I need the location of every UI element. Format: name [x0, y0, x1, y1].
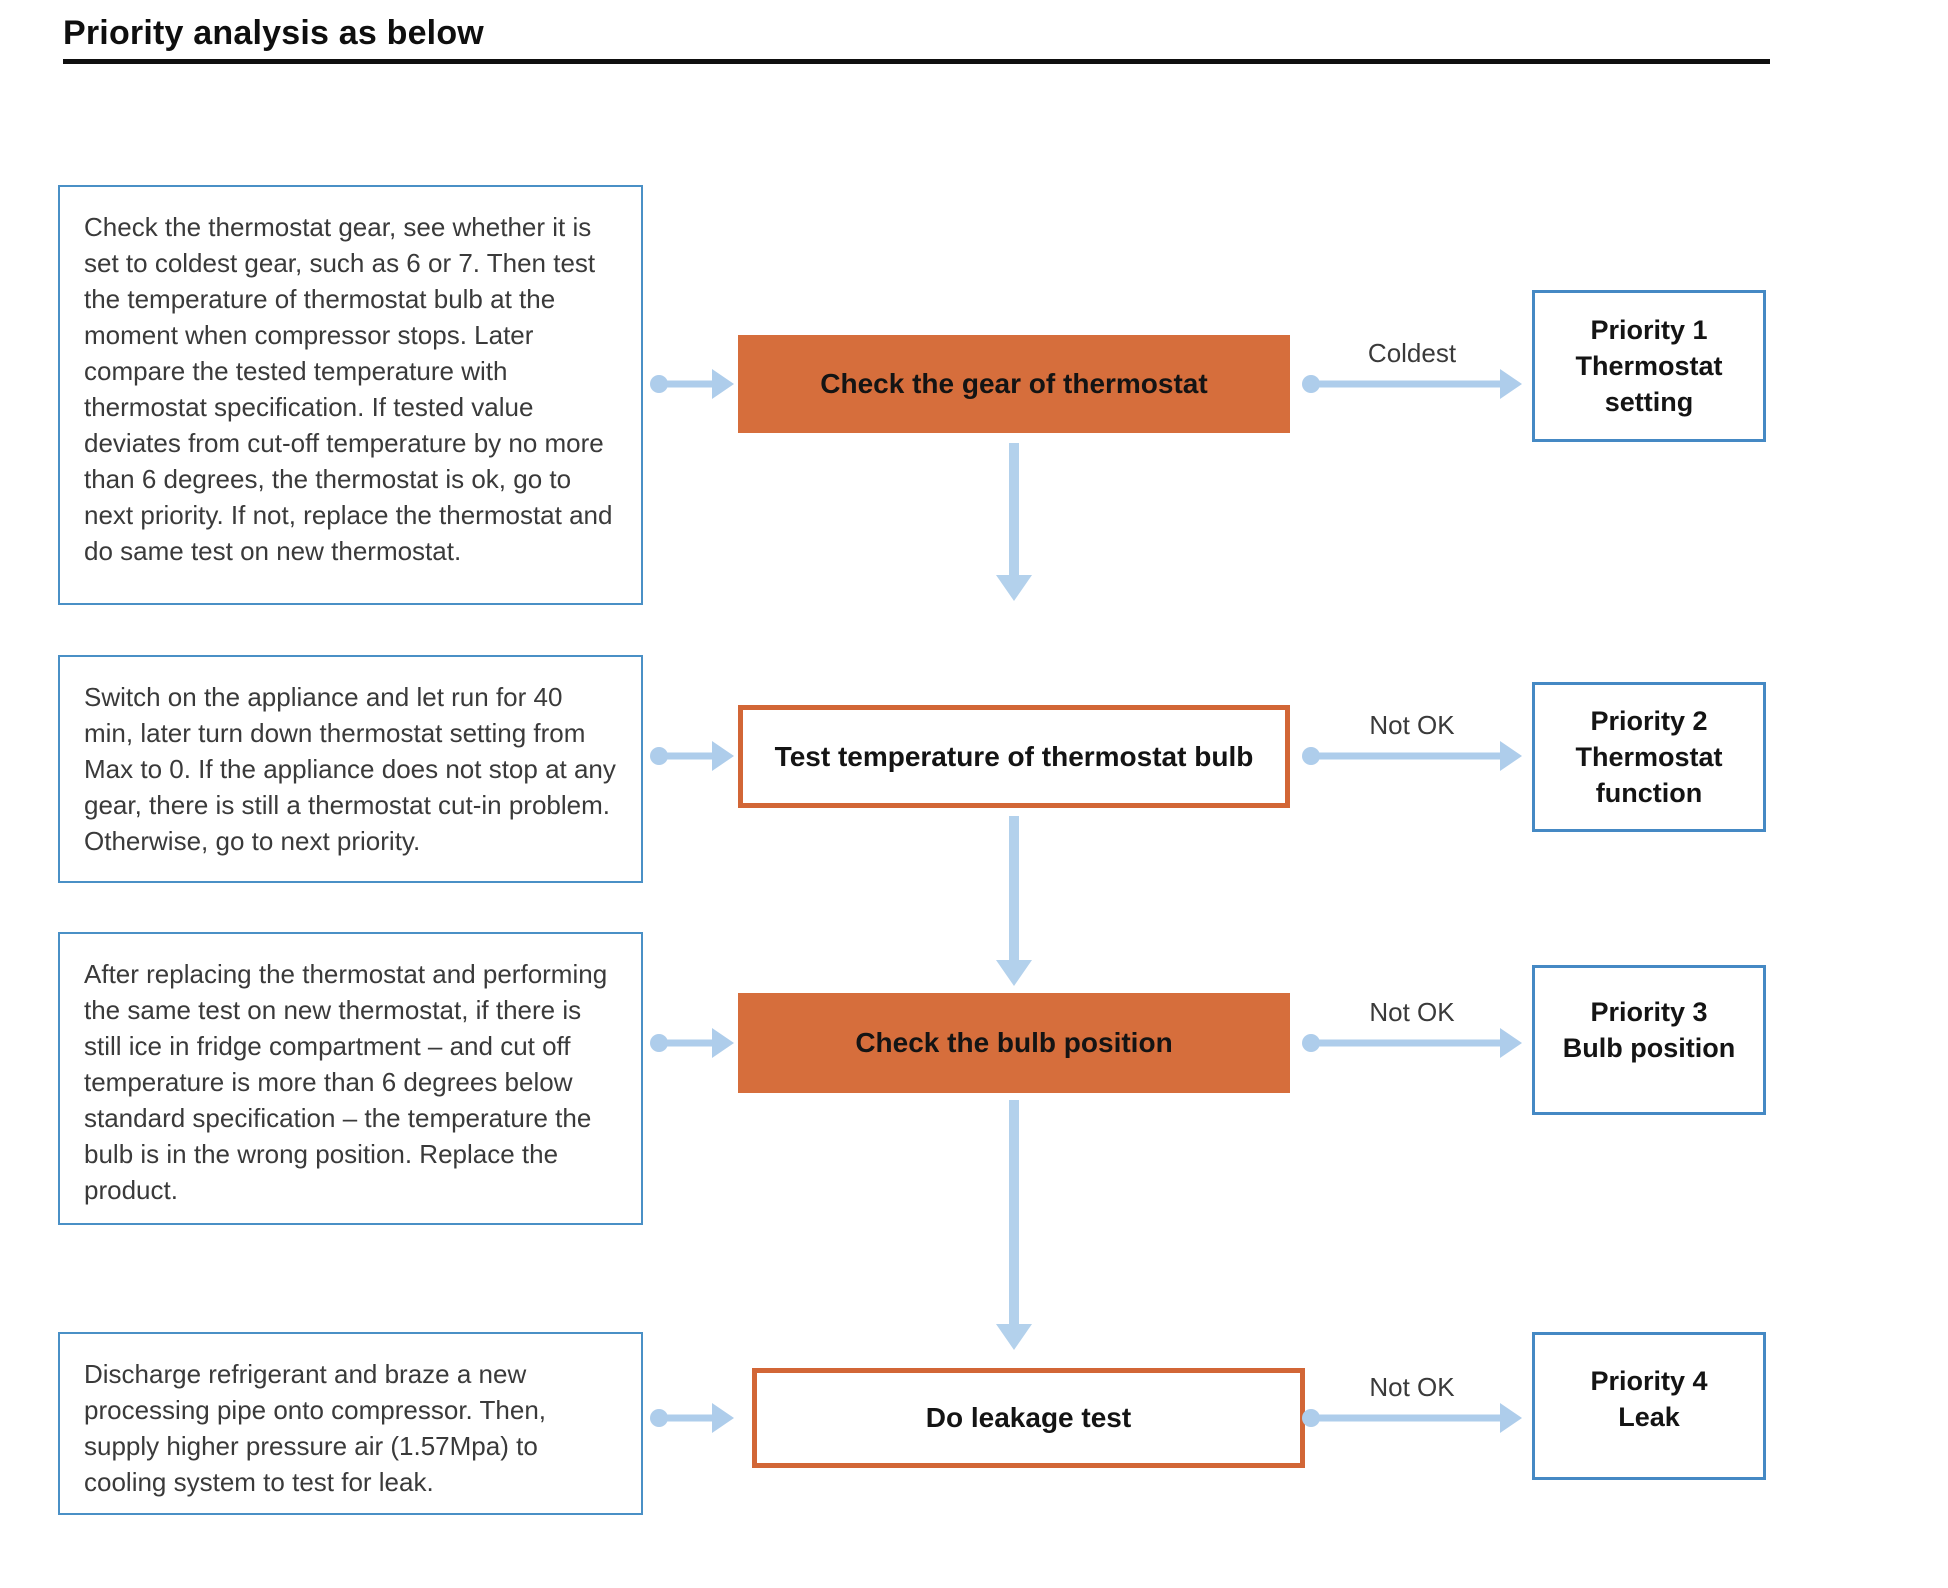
arrow-shaft	[1009, 1100, 1019, 1325]
priority-category-4: Leak	[1618, 1402, 1680, 1432]
arrow-head-icon	[1500, 369, 1522, 399]
flow-arrow-left-1	[650, 369, 734, 399]
priority-name-4: Priority 4	[1590, 1366, 1708, 1396]
arrow-shaft	[659, 1414, 716, 1422]
arrow-head-icon	[712, 1028, 734, 1058]
priority-box-3: Priority 3 Bulb position	[1532, 965, 1766, 1115]
arrow-shaft	[1009, 816, 1019, 961]
arrow-head-icon	[996, 960, 1032, 986]
flow-arrow-left-2	[650, 741, 734, 771]
process-box-3: Check the bulb position	[738, 993, 1290, 1093]
process-box-4: Do leakage test	[752, 1368, 1305, 1468]
priority-box-2: Priority 2 Thermostat function	[1532, 682, 1766, 832]
priority-box-4: Priority 4 Leak	[1532, 1332, 1766, 1480]
result-label-1: Coldest	[1367, 338, 1457, 368]
process-label-2: Test temperature of thermostat bulb	[774, 740, 1254, 772]
process-box-2: Test temperature of thermostat bulb	[738, 705, 1290, 808]
process-label-4: Do leakage test	[925, 1402, 1132, 1433]
priority-name-2: Priority 2	[1590, 706, 1708, 736]
flow-arrow-down-2	[996, 816, 1032, 986]
description-text-1: Check the thermostat gear, see whether i…	[84, 212, 613, 566]
priority-box-1: Priority 1 Thermostat setting	[1532, 290, 1766, 442]
arrow-shaft	[659, 752, 716, 760]
description-box-4: Discharge refrigerant and braze a new pr…	[58, 1332, 643, 1515]
arrow-shaft	[1009, 443, 1019, 576]
arrow-head-icon	[712, 741, 734, 771]
flow-arrow-down-1	[996, 443, 1032, 601]
title-underline	[63, 59, 1770, 64]
process-label-3: Check the bulb position	[855, 1027, 1173, 1058]
arrow-head-icon	[1500, 1028, 1522, 1058]
arrow-shaft	[659, 1039, 716, 1047]
arrow-head-icon	[996, 1324, 1032, 1350]
priority-category-1: Thermostat setting	[1575, 351, 1723, 417]
arrow-shaft	[1311, 1414, 1504, 1422]
flow-arrow-right-2	[1302, 741, 1522, 771]
priority-category-3: Bulb position	[1562, 1033, 1736, 1063]
description-box-2: Switch on the appliance and let run for …	[58, 655, 643, 883]
flow-arrow-left-3	[650, 1028, 734, 1058]
flow-arrow-down-3	[996, 1100, 1032, 1350]
flow-arrow-left-4	[650, 1403, 734, 1433]
flow-arrow-right-1	[1302, 369, 1522, 399]
description-text-2: Switch on the appliance and let run for …	[84, 682, 616, 856]
result-label-3: Not OK	[1369, 997, 1455, 1027]
arrow-shaft	[1311, 380, 1504, 388]
description-box-1: Check the thermostat gear, see whether i…	[58, 185, 643, 605]
flow-arrow-right-3	[1302, 1028, 1522, 1058]
priority-name-3: Priority 3	[1590, 997, 1708, 1027]
arrow-shaft	[1311, 1039, 1504, 1047]
result-label-2: Not OK	[1369, 710, 1455, 740]
arrow-head-icon	[1500, 741, 1522, 771]
description-box-3: After replacing the thermostat and perfo…	[58, 932, 643, 1225]
arrow-head-icon	[712, 1403, 734, 1433]
priority-category-2: Thermostat function	[1575, 742, 1723, 808]
arrow-head-icon	[996, 575, 1032, 601]
arrow-shaft	[1311, 752, 1504, 760]
page-title: Priority analysis as below	[63, 14, 484, 52]
flow-arrow-right-4	[1302, 1403, 1522, 1433]
result-label-4: Not OK	[1369, 1372, 1455, 1402]
arrow-head-icon	[1500, 1403, 1522, 1433]
process-box-1: Check the gear of thermostat	[738, 335, 1290, 433]
description-text-4: Discharge refrigerant and braze a new pr…	[84, 1359, 547, 1497]
description-text-3: After replacing the thermostat and perfo…	[84, 959, 608, 1205]
process-label-1: Check the gear of thermostat	[820, 368, 1208, 399]
priority-name-1: Priority 1	[1590, 315, 1708, 345]
arrow-shaft	[659, 380, 716, 388]
arrow-head-icon	[712, 369, 734, 399]
